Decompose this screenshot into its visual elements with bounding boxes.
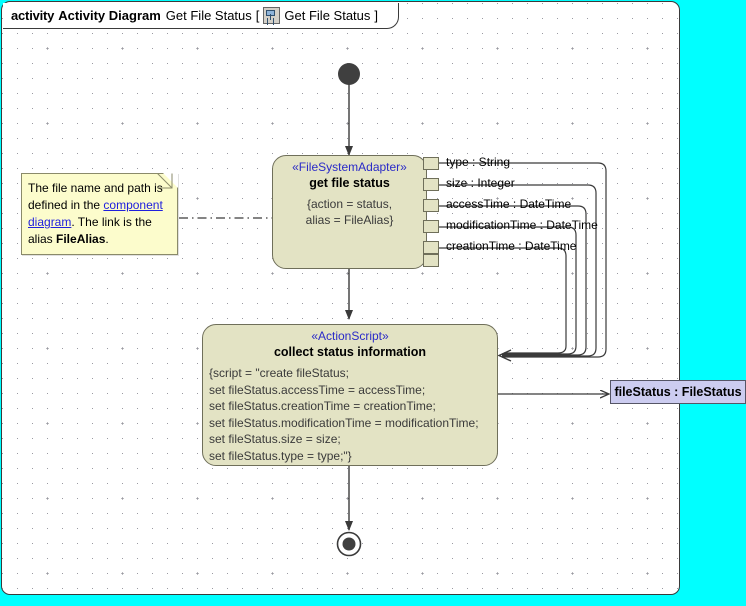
pin-edge-size [439,184,597,357]
pin-label-accesstime: accessTime : DateTime [446,197,572,211]
activity-diagram-frame: The file name and path is defined in the… [1,1,680,595]
stereotype-filesystemadapter: «FileSystemAdapter» [292,160,407,174]
frame-diagram-type: Activity Diagram [58,8,161,23]
script-line-1: {script = "create fileStatus; [209,366,349,380]
script-line-3: set fileStatus.creationTime = creationTi… [209,399,436,413]
frame-header: activity Activity Diagram Get File Statu… [3,3,400,29]
note-bold-filealias: FileAlias [56,232,106,246]
connector-layer [179,63,681,557]
stereotype-actionscript: «ActionScript» [311,329,389,343]
comment-note[interactable]: The file name and path is defined in the… [21,173,178,255]
node-title-get-file-status: get file status [309,176,390,190]
output-pin-accesstime[interactable] [423,199,439,212]
pin-label-size: size : Integer [446,176,515,190]
script-line-4: set fileStatus.modificationTime = modifi… [209,415,479,430]
action-node-get-file-status[interactable]: «FileSystemAdapter» get file status {act… [272,155,427,269]
object-node-filestatus[interactable]: fileStatus : FileStatus [610,380,746,404]
action-node-collect-status-information[interactable]: «ActionScript» collect status informatio… [202,324,498,466]
output-pin-creationtime[interactable] [423,241,439,254]
pin-edge-creationtime [439,247,567,354]
node-body-line-1: {action = status, [306,197,393,211]
activity-diagram-icon [263,7,281,24]
pin-edge-type [439,162,607,358]
pin-edges-arrowhead [497,349,512,362]
node-title-collect-status: collect status information [273,345,427,359]
note-fold-corner [163,173,178,188]
initial-node [338,63,360,85]
note-text: The file name and path is defined in the… [22,174,177,248]
output-pin-modificationtime[interactable] [423,220,439,233]
note-text-part3: . [105,232,109,246]
frame-bracket-close: ] [374,8,379,23]
frame-bracket-open: [ [255,8,260,23]
activity-final-node-dot [342,537,356,551]
pin-edge-modificationtime [439,226,577,355]
pin-label-creationtime: creationTime : DateTime [446,239,577,253]
pin-label-modificationtime: modificationTime : DateTime [446,218,598,232]
script-line-5: set fileStatus.size = size; [209,432,341,446]
script-line-6: set fileStatus.type = type;"} [209,448,352,463]
output-pin-extra[interactable] [423,254,439,267]
node-body-line-2: alias = FileAlias} [305,213,394,227]
pin-edge-accesstime [439,205,587,356]
output-pin-size[interactable] [423,178,439,191]
output-pin-type[interactable] [423,157,439,170]
frame-context-name: Get File Status [284,8,371,23]
pin-label-type: type : String [446,155,511,169]
node-body-collect-status: {script = "create fileStatus; set fileSt… [209,365,497,464]
script-line-2: set fileStatus.accessTime = accessTime; [209,382,426,397]
frame-keyword: activity [11,8,55,23]
frame-diagram-name: Get File Status [165,8,252,23]
node-body-get-file-status: {action = status, alias = FileAlias} [273,196,426,228]
